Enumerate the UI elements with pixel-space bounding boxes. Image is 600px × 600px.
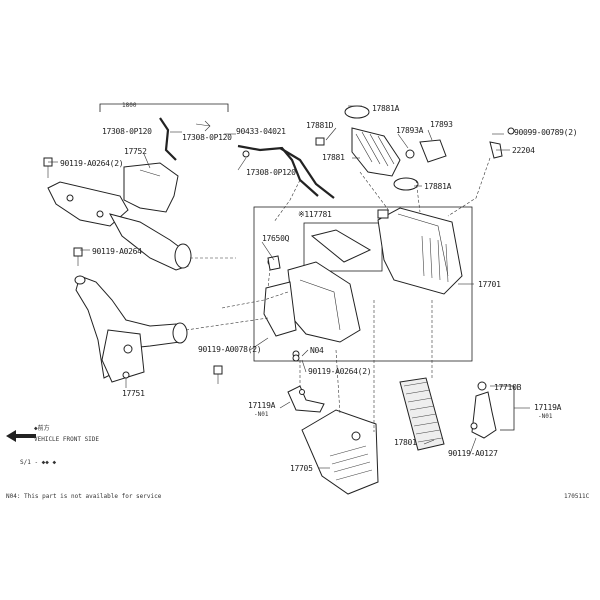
label-17881a-bot: 17881A (424, 182, 452, 191)
label-n04: N04 (310, 346, 324, 355)
air-cleaner-cap-17701 (377, 207, 463, 295)
label-17119a-right: 17119A (534, 403, 562, 412)
bolt-icon (73, 247, 83, 266)
resonator-17751 (74, 275, 188, 383)
label-17801: 17801 (394, 438, 417, 447)
clip-icon (292, 350, 300, 362)
small-note-text: S/1 - ◆◆ ◆ (20, 459, 57, 466)
arrow-icon (195, 120, 211, 132)
label-17710b: 17710B (494, 383, 522, 392)
air-cleaner-case (263, 255, 361, 343)
bracket-17710b (500, 385, 515, 431)
label-17751: 17751 (122, 389, 145, 398)
figure-id: 170511C (564, 493, 590, 500)
footnote: N04: This part is not available for serv… (6, 493, 162, 500)
label-17781: ※117781 (298, 210, 332, 219)
label-17119a-left: 17119A (248, 401, 276, 410)
label-1800: 1800 (122, 102, 137, 109)
label-17650q: 17650Q (262, 234, 290, 243)
filter-element-17801 (399, 377, 445, 451)
label-17752: 17752 (124, 147, 147, 156)
vehicle-front-arrow-icon (6, 430, 36, 442)
lower-case-17705 (301, 409, 379, 495)
bracket-17119a-right (470, 381, 497, 439)
label-17893a: 17893A (396, 126, 424, 135)
label-17893: 17893 (430, 120, 453, 129)
label-17705: 17705 (290, 464, 313, 473)
label-90119-a0264-mid: 90119-A0264 (92, 247, 142, 256)
label-17308-0p120-b: 17308-0P120 (246, 168, 296, 177)
air-duct-17752 (47, 162, 192, 271)
bracket-1800 (99, 103, 229, 112)
label-17308-0p120-a: 17308-0P120 (102, 127, 152, 136)
label-90433-04021: 90433-04021 (236, 127, 286, 136)
label-17881a-top: 17881A (372, 104, 400, 113)
bolt-icon (43, 157, 53, 178)
label-90119-a0264-2-top: 90119-A0264(2) (60, 159, 123, 168)
filter-sheet-17781 (310, 229, 372, 263)
label-90119-a0078-2: 90119-A0078(2) (198, 345, 261, 354)
label-17881d: 17881D (306, 121, 334, 130)
label-17119a-right-sub: -N01 (538, 413, 553, 420)
front-text: ◆前方 (34, 424, 50, 432)
vacuum-hose-17308 (159, 117, 335, 199)
label-17119a-left-sub: -N01 (254, 411, 269, 418)
label-17308-0p120-top: 17308-0P120 (182, 133, 232, 142)
label-90119-a0127: 90119-A0127 (448, 449, 498, 458)
label-17881: 17881 (322, 153, 345, 162)
intake-hose-17881 (315, 105, 515, 191)
label-90119-a0264-2-bot: 90119-A0264(2) (308, 367, 371, 376)
vehicle-front-side-text: VEHICLE FRONT SIDE (34, 436, 99, 443)
bolt-icon (213, 365, 223, 384)
label-90099-00789-2: 90099-00789(2) (514, 128, 577, 137)
bracket-17119a-left (287, 385, 325, 413)
label-17701: 17701 (478, 280, 501, 289)
label-22204: 22204 (512, 146, 535, 155)
